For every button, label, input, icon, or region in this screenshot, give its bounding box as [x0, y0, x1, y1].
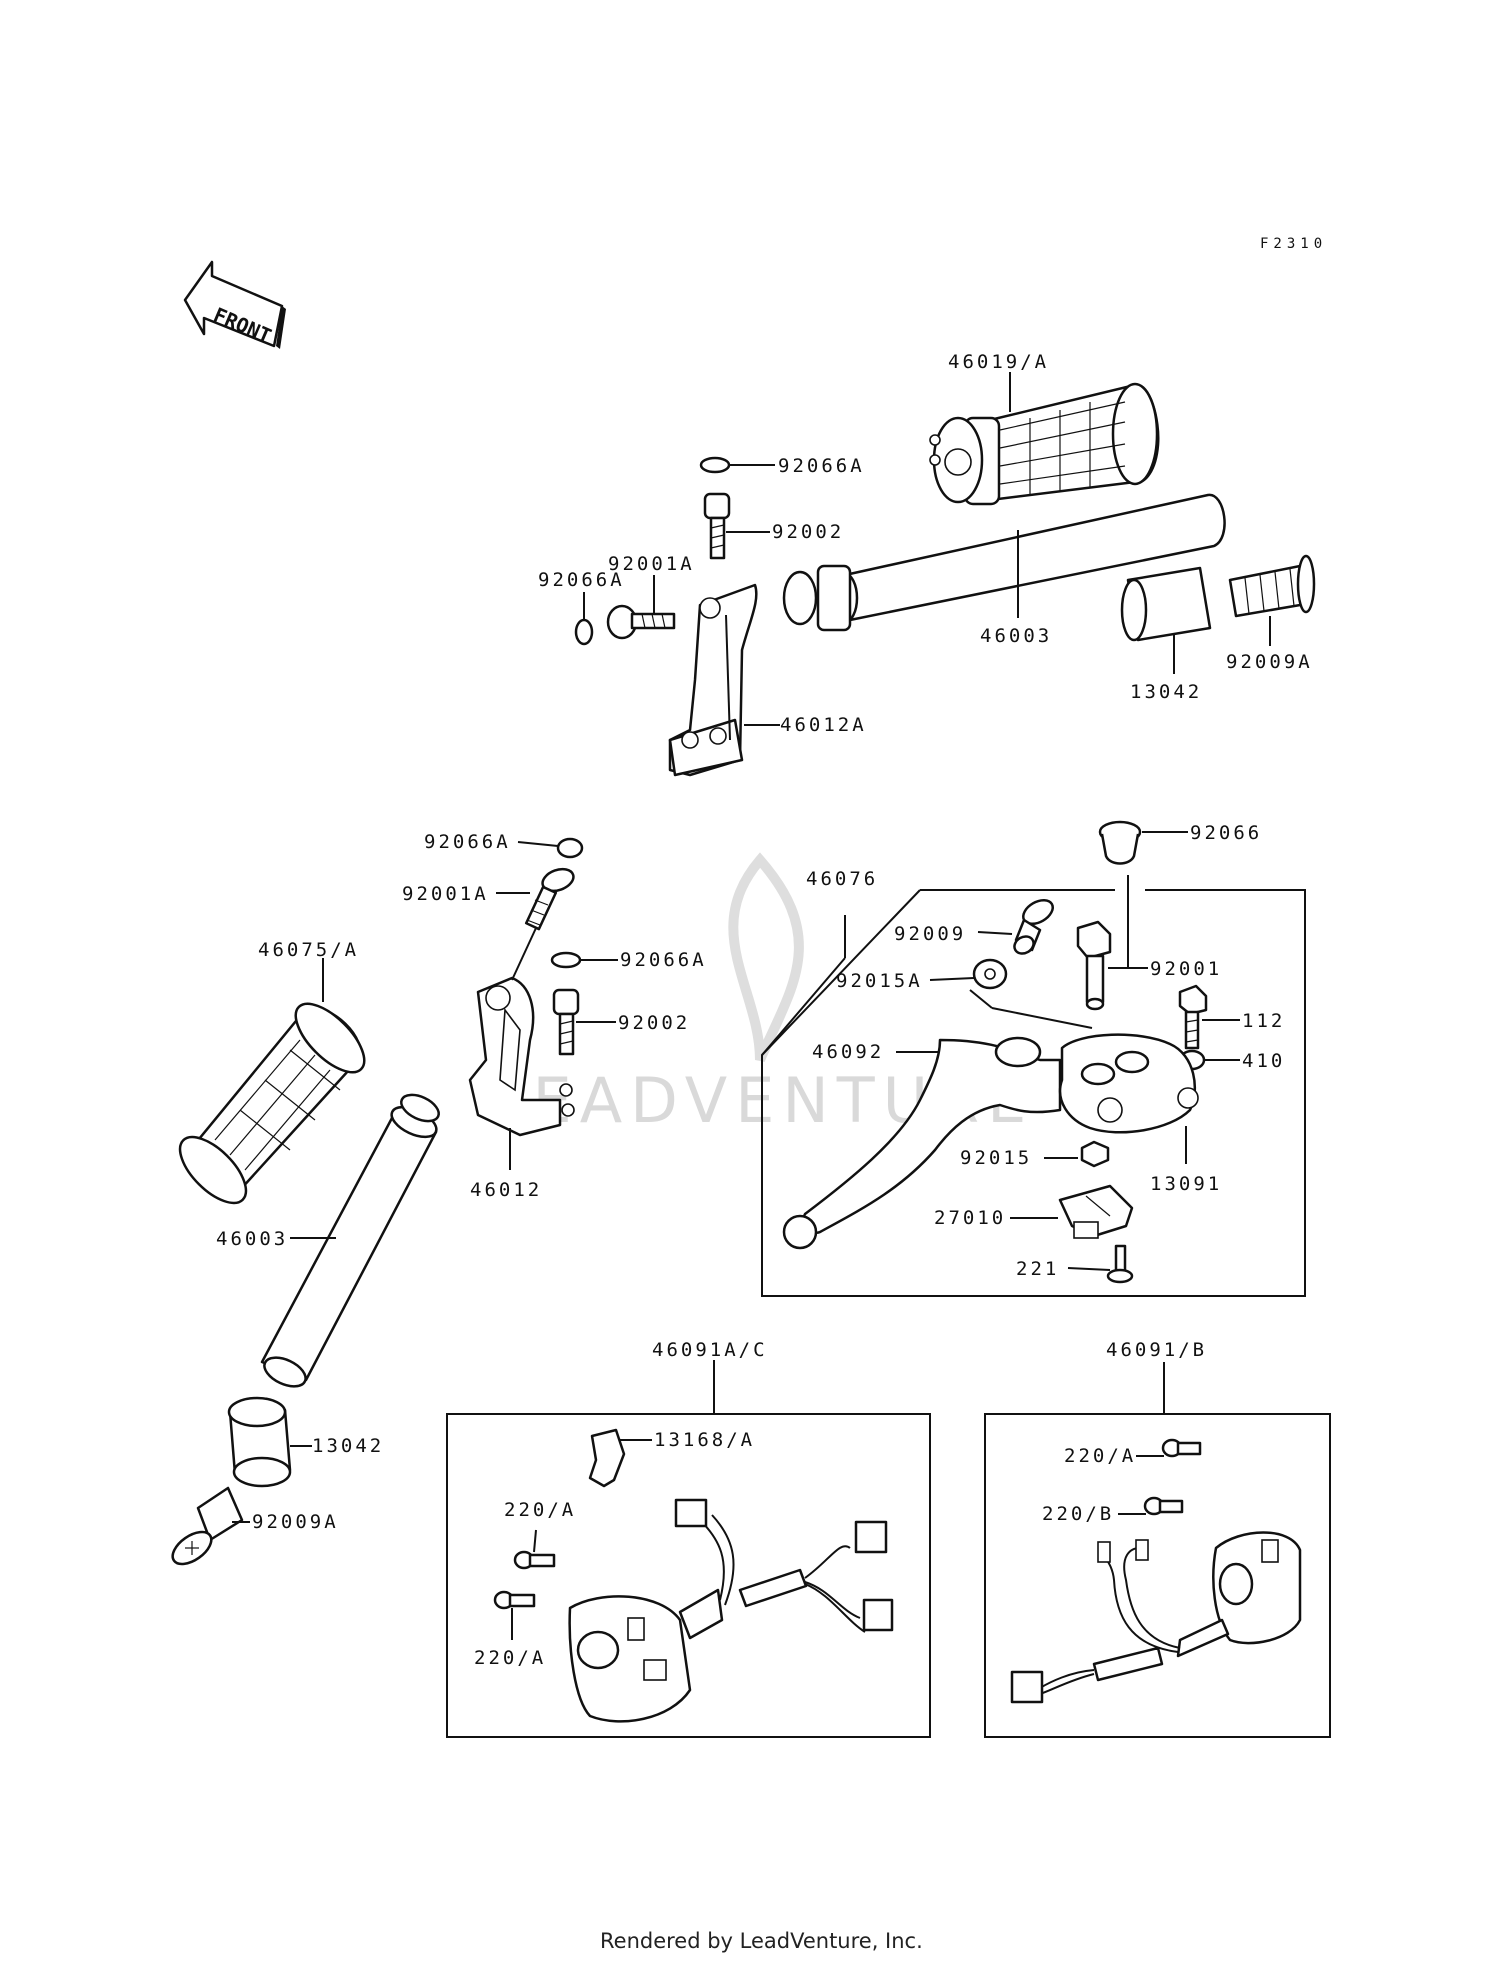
label-27010: 27010	[934, 1207, 1006, 1229]
label-112: 112	[1242, 1010, 1285, 1032]
lock-nut-a	[972, 958, 1008, 990]
front-arrow-icon: FRONT	[183, 260, 286, 349]
label-46012: 46012	[470, 1179, 542, 1201]
washer-left-mid	[550, 951, 582, 969]
bar-end-weight-top	[1228, 554, 1316, 618]
label-410: 410	[1242, 1050, 1285, 1072]
lever-holder-clamp	[1058, 1033, 1199, 1134]
handlebar-holder-right	[668, 583, 758, 777]
label-46012a: 46012A	[780, 714, 867, 736]
frame-46076	[761, 889, 1306, 1297]
label-92066a-4: 92066A	[620, 949, 707, 971]
left-switch-harness	[674, 1498, 894, 1633]
label-221: 221	[1016, 1258, 1059, 1280]
label-13042-top: 13042	[1130, 681, 1202, 703]
handlebar-pipe-top	[782, 493, 1226, 632]
label-220b: 220/B	[1042, 1503, 1114, 1525]
label-92002-left: 92002	[618, 1012, 690, 1034]
label-220a-3: 220/A	[1064, 1445, 1136, 1467]
label-46019a: 46019/A	[948, 351, 1049, 373]
label-92001: 92001	[1150, 958, 1222, 980]
washer-top	[699, 456, 731, 474]
reservoir-cap	[1098, 820, 1142, 865]
bolt-92002-top	[703, 492, 731, 560]
screw-220b	[1143, 1496, 1184, 1516]
handlebar-pipe-left	[260, 1093, 440, 1388]
screw-220a-1	[513, 1550, 556, 1570]
footer-credit: Rendered by LeadVenture, Inc.	[600, 1929, 923, 1953]
pivot-screw	[1013, 898, 1054, 955]
handlebar-holder-left	[468, 976, 575, 1137]
left-switch-housing	[568, 1588, 724, 1723]
right-switch-harness	[1010, 1539, 1181, 1704]
label-46075a: 46075/A	[258, 939, 359, 961]
frame-46091b	[984, 1413, 1331, 1738]
figure-code: F2310	[1260, 236, 1327, 252]
bar-end-weight-left	[171, 1486, 244, 1566]
screw-221	[1106, 1244, 1134, 1284]
label-92002-top: 92002	[772, 521, 844, 543]
label-92066a-2: 92066A	[538, 569, 625, 591]
collar-top	[1120, 566, 1212, 642]
label-46076: 46076	[806, 868, 878, 890]
label-13091: 13091	[1150, 1173, 1222, 1195]
screw-112	[1178, 984, 1208, 1050]
right-switch-housing	[1176, 1531, 1302, 1658]
label-220a-2: 220/A	[474, 1647, 546, 1669]
screw-220a-2	[493, 1590, 536, 1610]
collar-left	[227, 1396, 292, 1488]
label-92009a-top: 92009A	[1226, 651, 1313, 673]
label-46092: 46092	[812, 1041, 884, 1063]
label-220a-1: 220/A	[504, 1499, 576, 1521]
label-92066a-1: 92066A	[778, 455, 865, 477]
label-92001a-left: 92001A	[402, 883, 489, 905]
label-92015: 92015	[960, 1147, 1032, 1169]
washer-side	[574, 618, 594, 646]
label-46091ac: 46091A/C	[652, 1339, 768, 1361]
watermark-flame-icon	[728, 852, 804, 1062]
washer-left-top	[556, 837, 584, 859]
pivot-bolt	[1076, 920, 1112, 1011]
label-92001a-top: 92001A	[608, 553, 695, 575]
screw-220a-3	[1161, 1438, 1202, 1458]
wire-clip	[588, 1428, 626, 1488]
label-46003-left: 46003	[216, 1228, 288, 1250]
label-92066a-3: 92066A	[424, 831, 511, 853]
bolt-92001a-top	[606, 604, 676, 640]
label-13168a: 13168/A	[654, 1429, 755, 1451]
bolt-92002-left	[552, 988, 580, 1056]
left-grip	[178, 1002, 366, 1205]
label-92009a-left: 92009A	[252, 1511, 339, 1533]
label-92015a: 92015A	[836, 970, 923, 992]
label-92066: 92066	[1190, 822, 1262, 844]
bolt-92001a-left	[524, 867, 575, 931]
label-92009: 92009	[894, 923, 966, 945]
lock-nut	[1080, 1140, 1110, 1168]
label-13042-left: 13042	[312, 1435, 384, 1457]
label-46091b: 46091/B	[1106, 1339, 1207, 1361]
throttle-grip	[929, 382, 1160, 506]
frame-46091ac	[446, 1413, 931, 1738]
brake-light-switch	[1058, 1184, 1134, 1239]
label-46003-top: 46003	[980, 625, 1052, 647]
